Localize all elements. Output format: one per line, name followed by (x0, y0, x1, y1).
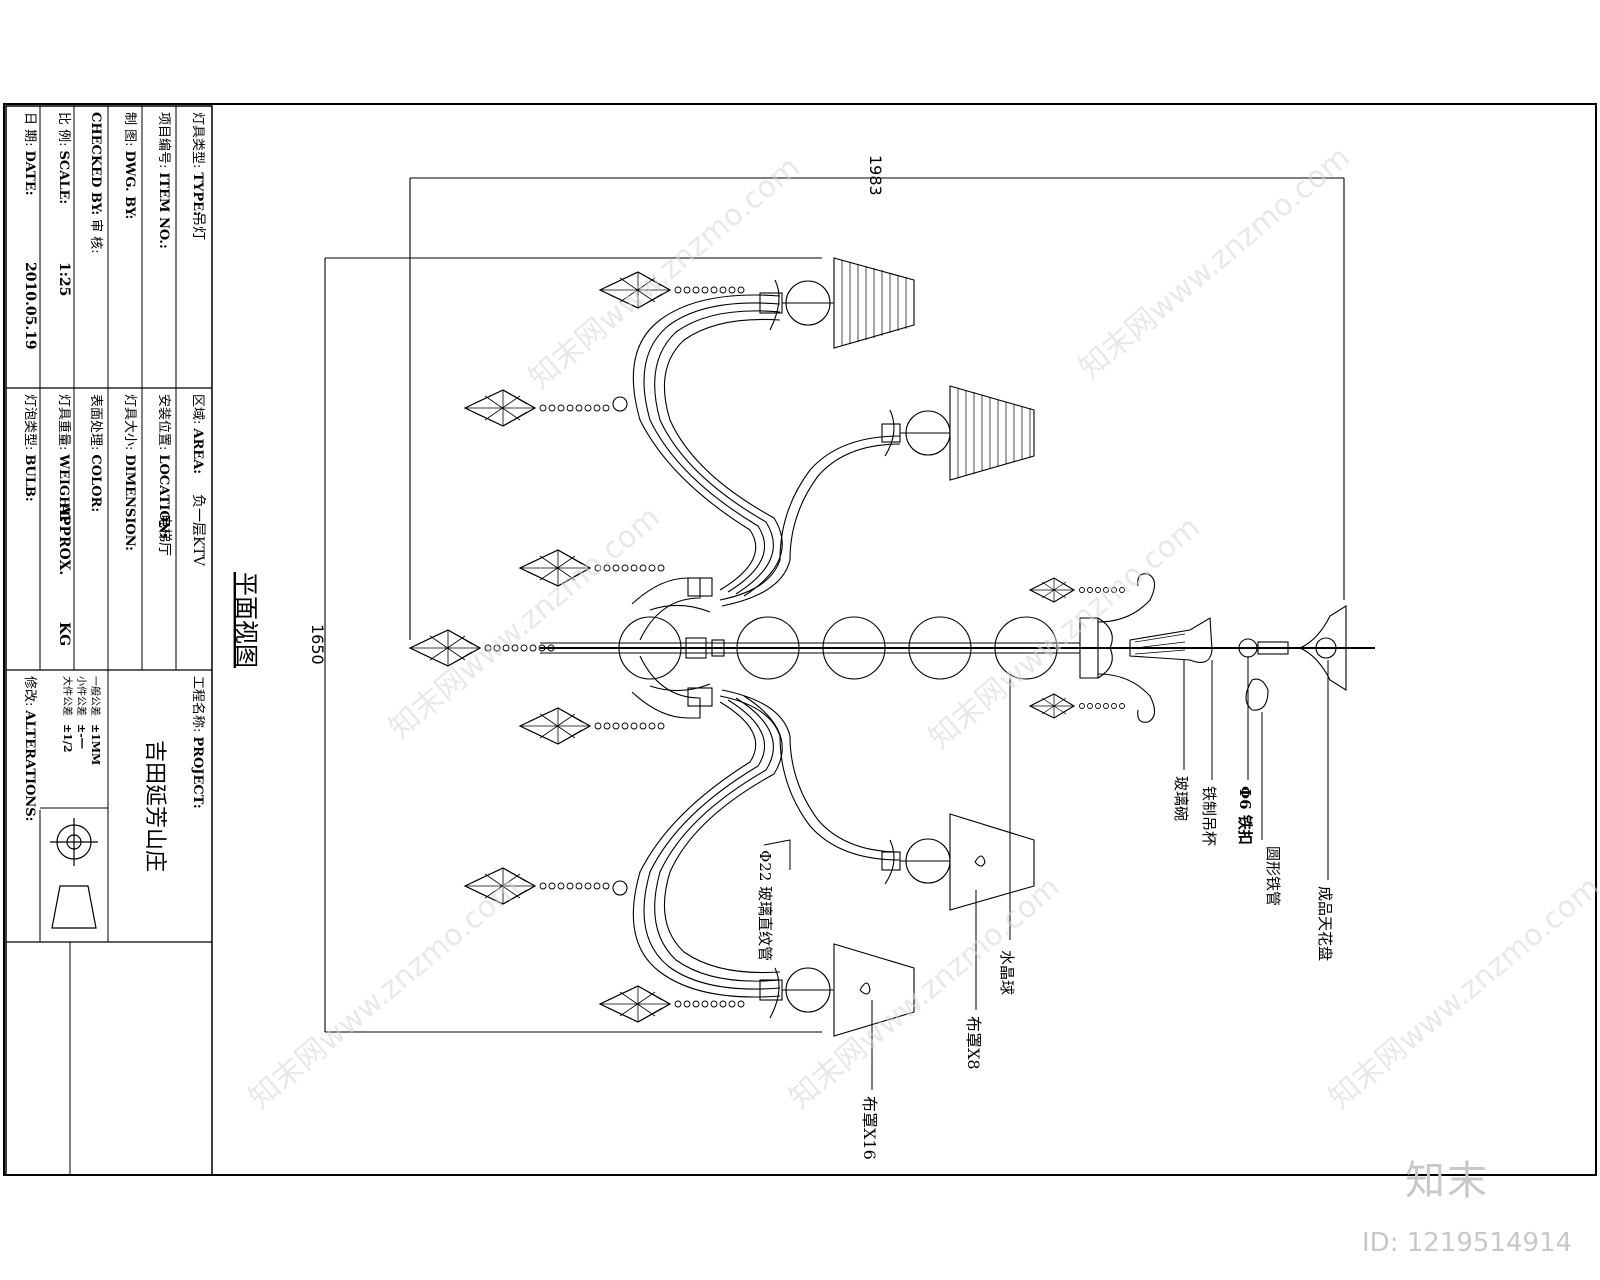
dimension-width-label: 1650 (308, 624, 327, 665)
scale-value: 1:25 (56, 262, 72, 296)
callout-glass-bowl: 玻璃碗 (1172, 776, 1190, 821)
svg-text:知末网www.znzmo.com: 知末网www.znzmo.com (1323, 870, 1600, 1116)
scale-label: 比 例:SCALE: (56, 112, 71, 204)
dimension-length-label: 1983 (866, 155, 885, 196)
tolerance-large: 大件公差±1/2 (61, 676, 74, 753)
drawn-by-label: 制 图:DWG. BY: (122, 112, 137, 219)
dimension-label: 灯具大小:DIMENSION: (122, 394, 137, 551)
date-label: 日 期:DATE: (22, 112, 37, 196)
project-label: 工程名称:PROJECT: (190, 676, 206, 809)
item-no-label: 项目编号:ITEM NO.: (156, 112, 171, 249)
callout-crystal-ball: 水晶球 (998, 950, 1016, 995)
chandelier-plan-view (540, 257, 1375, 1037)
title-block: 灯具类型:TYPE: 吊灯 项目编号:ITEM NO.: 制 图:DWG. BY… (5, 105, 213, 1176)
watermarks: 知末网www.znzmo.com 知末网www.znzmo.com 知末网www… (243, 140, 1600, 1116)
callout-shade-x16: 布罩X16 (860, 1096, 879, 1160)
projection-symbol-icon (50, 818, 98, 929)
callout-iron-clasp: Φ6 铁扣 (1236, 786, 1254, 845)
image-id-label: ID: 1219514914 (1362, 1228, 1573, 1258)
weight-unit: KG (56, 622, 72, 646)
area-value: 负一层KTV (190, 494, 206, 567)
svg-text:知末网www.znzmo.com: 知末网www.znzmo.com (243, 870, 527, 1116)
project-name: 吉田延芳山庄 (142, 740, 167, 872)
svg-text:知末网www.znzmo.com: 知末网www.znzmo.com (383, 500, 667, 746)
svg-text:知末网www.znzmo.com: 知末网www.znzmo.com (783, 870, 1067, 1116)
tolerance-small: 小件公差±-一 (75, 676, 88, 749)
type-value: 吊灯 (190, 212, 206, 240)
color-label: 表面处理:COLOR: (88, 394, 103, 512)
view-title: 平面视图 (232, 572, 260, 668)
tolerance-table: 一般公差±1MM 小件公差±-一 大件公差±1/2 (61, 676, 102, 765)
brand-watermark: 知末 (1405, 1158, 1489, 1204)
bulb-label: 灯泡类型:BULB: (22, 394, 37, 502)
type-label: 灯具类型:TYPE: (190, 112, 205, 216)
dimension-width (324, 257, 822, 1033)
checked-by-label: CHECKED BY:审 核: (88, 112, 103, 254)
svg-text:知末网www.znzmo.com: 知末网www.znzmo.com (523, 150, 807, 396)
callout-shade-x8: 布罩X8 (964, 1016, 983, 1070)
callout-ceiling-plate: 成品天花盘 (1316, 886, 1334, 961)
svg-text:知末网www.znzmo.com: 知末网www.znzmo.com (1073, 140, 1357, 386)
area-label: 区域:AREA: (190, 394, 205, 474)
svg-text:知末网www.znzmo.com: 知末网www.znzmo.com (923, 510, 1207, 756)
leader-lines (763, 656, 1329, 1090)
callout-iron-cup: 铁制吊杯 (1200, 786, 1218, 846)
weight-value: APPROX. (56, 503, 72, 575)
callout-glass-tube: Φ22 玻璃直纹管 (756, 850, 774, 961)
sheet-border (3, 103, 1597, 1176)
callout-round-pipe: 圆形铁管 (1264, 846, 1282, 906)
date-value: 2010.05.19 (22, 262, 38, 350)
dimension-length (409, 177, 1345, 640)
location-label: 安装位置:LOCATION: (156, 394, 171, 538)
tolerance-general: 一般公差±1MM (89, 676, 102, 765)
alterations-label: 修改:ALTERATIONS: (22, 676, 37, 821)
location-value: 电梯厅 (156, 514, 172, 556)
weight-label: 灯具重量:WEIGHT: (56, 394, 72, 522)
